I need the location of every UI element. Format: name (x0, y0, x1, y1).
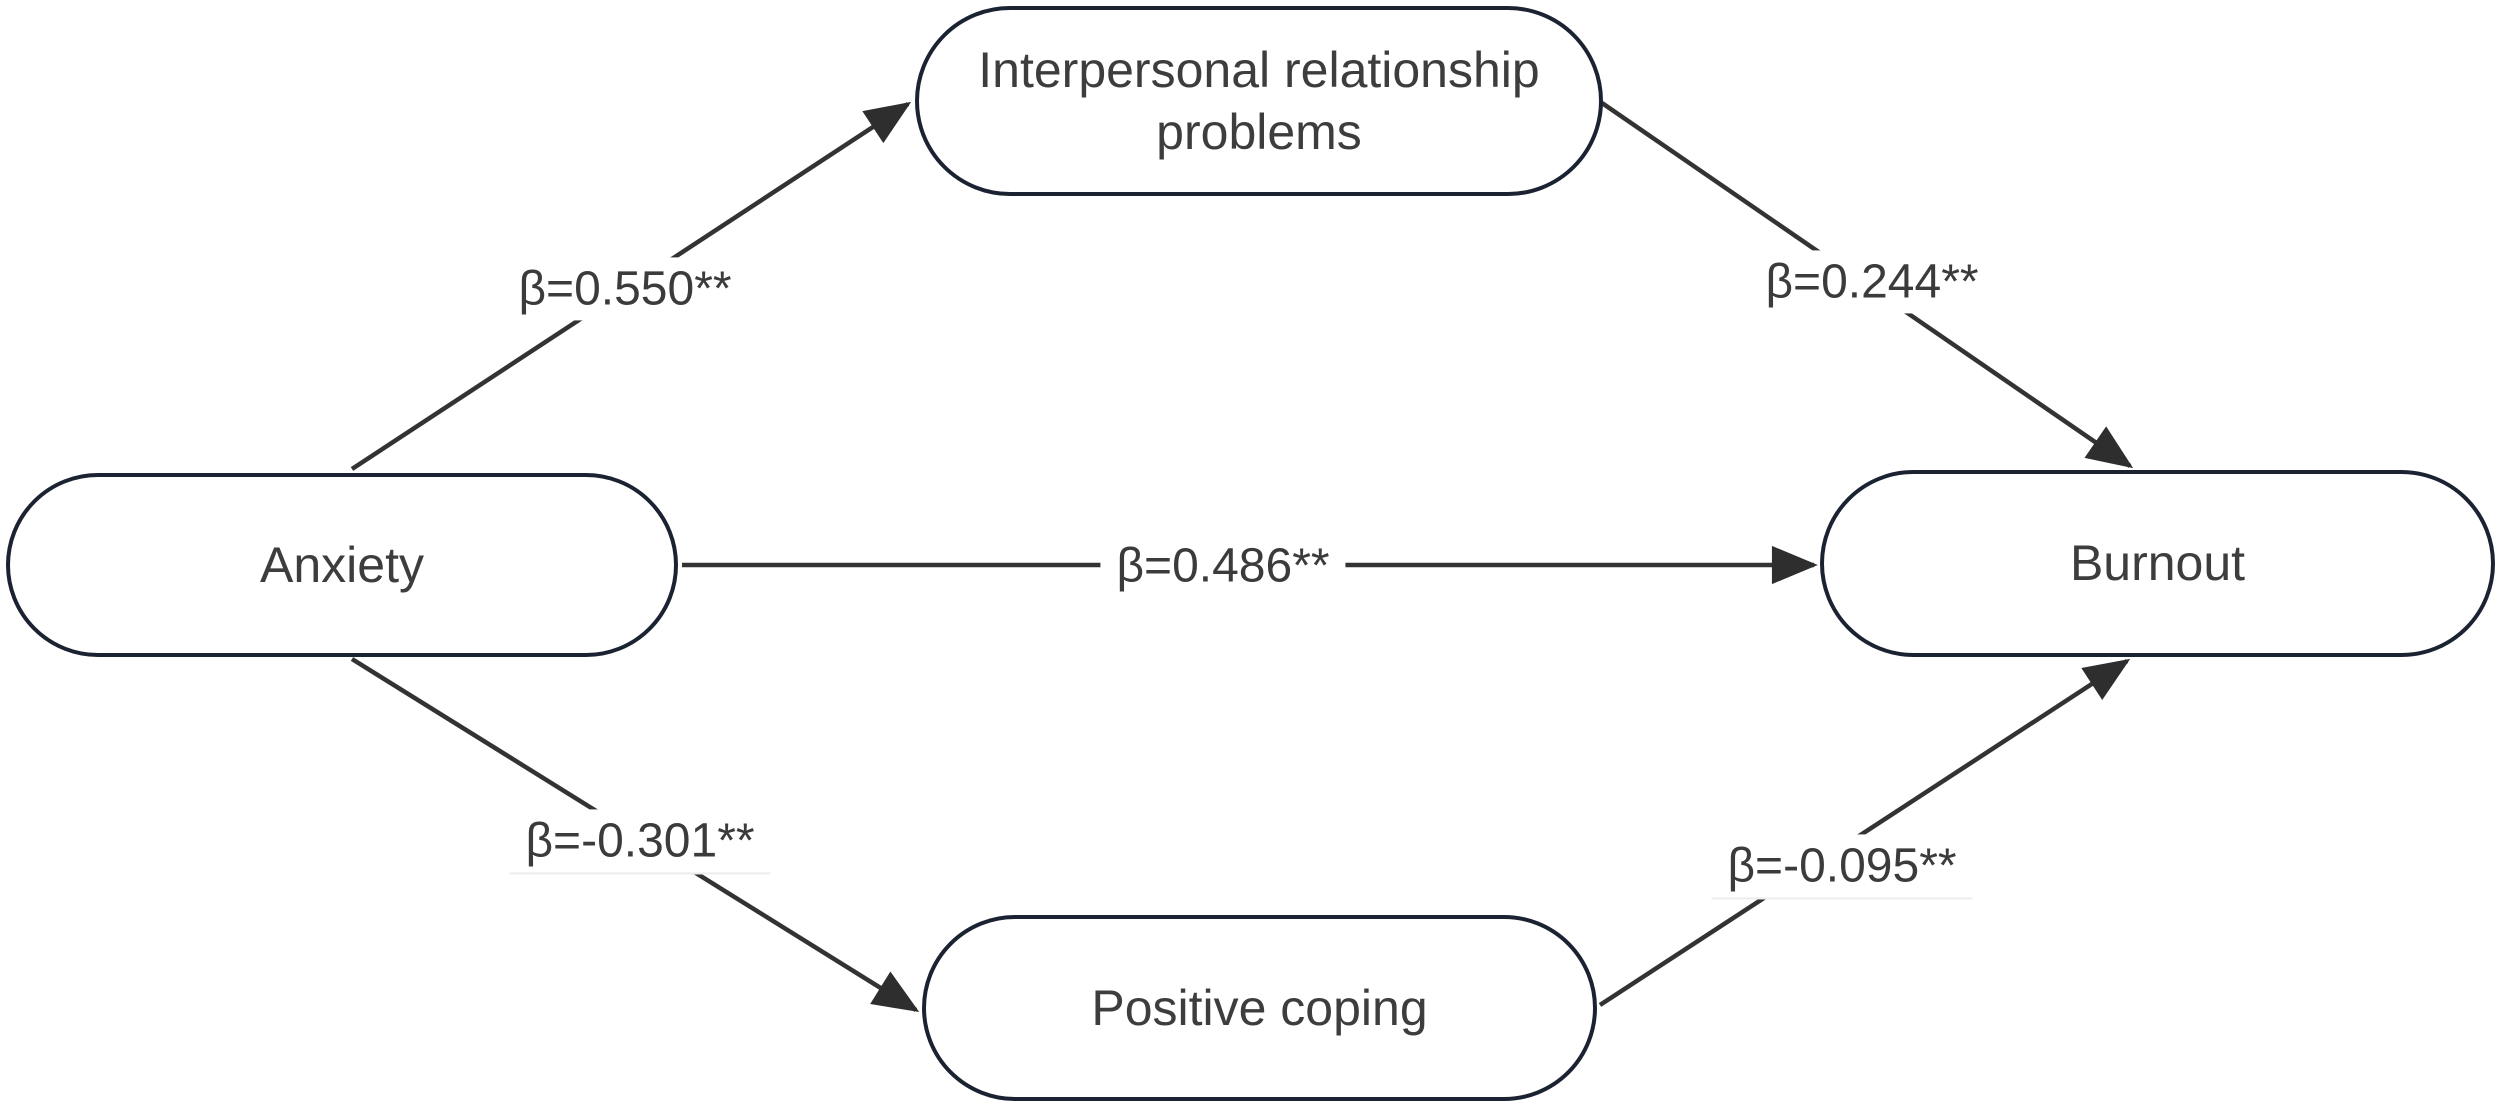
node-anxiety-label: Anxiety (260, 536, 424, 593)
node-burnout-label: Burnout (2069, 535, 2246, 592)
path-coefficient-positive-coping-burnout: β=-0.095** (1711, 834, 1973, 900)
path-coefficient-interpersonal-burnout: β=0.244** (1749, 250, 1995, 314)
node-interpersonal-label: Interpersonal relationship problems (978, 41, 1540, 161)
node-burnout: Burnout (1820, 470, 2495, 657)
node-anxiety: Anxiety (6, 473, 678, 657)
path-coefficient-anxiety-positive-coping: β=-0.301** (509, 809, 771, 875)
node-positive-coping-label: Positive coping (1091, 979, 1428, 1036)
arrow-positive-coping-to-burnout (1598, 658, 2131, 1007)
path-coefficient-anxiety-burnout: β=0.486** (1100, 534, 1346, 598)
node-positive-coping: Positive coping (922, 915, 1597, 1101)
path-coefficient-anxiety-interpersonal: β=0.550** (502, 257, 748, 321)
node-interpersonal-relationship-problems: Interpersonal relationship problems (915, 6, 1603, 196)
